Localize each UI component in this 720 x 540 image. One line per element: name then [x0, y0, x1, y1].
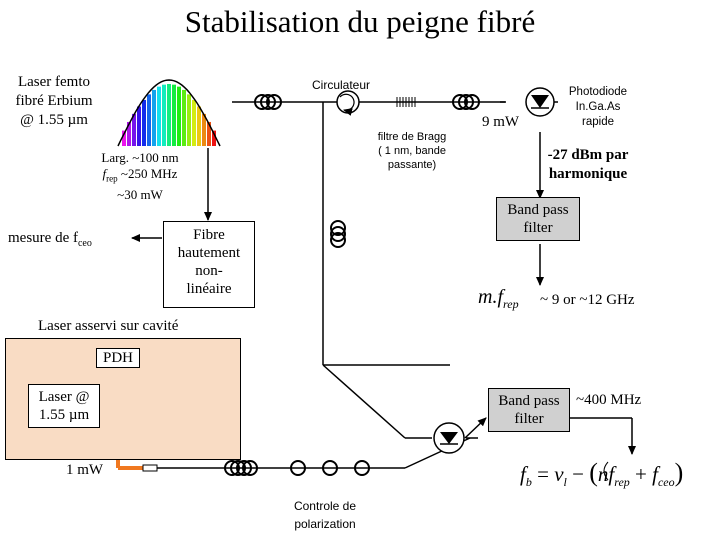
spectrum-info: Larg. ~100 nm frep ~250 MHz ~30 mW: [101, 150, 179, 202]
spectrum-envelope: [117, 79, 221, 147]
bragg-filter-label: filtre de Bragg ( 1 nm, bande passante): [377, 131, 447, 171]
pdh-box: PDH: [96, 348, 140, 368]
fceo-label: mesure de fceo: [8, 230, 92, 249]
fiber-connector-icon: [142, 464, 158, 472]
circulator-label: Circulateur: [312, 78, 371, 92]
laser-source-label: Laser femto fibré Erbium @ 1.55 µm: [15, 74, 93, 128]
mfrep-label: m.frep: [478, 286, 519, 311]
photodiode-top-icon: [525, 87, 555, 117]
bandpass-filter-2: Band pass filter: [488, 388, 570, 432]
nonlinear-fiber-box: Fibre hautement non- linéaire: [163, 221, 255, 308]
photodiode-bottom-icon: [433, 422, 465, 454]
power-9mw: 9 mW: [482, 114, 520, 130]
circulator-icon: [336, 90, 360, 116]
signal-arrows: [131, 101, 636, 455]
formula-brace-icon: [603, 461, 609, 481]
photodiode-label: Photodiode In.Ga.As rapide: [568, 86, 628, 128]
power-1mw: 1 mW: [66, 462, 104, 478]
comb-spectrum: [117, 79, 221, 147]
power-dbm-label: -27 dBm par harmonique: [547, 147, 629, 182]
beat-formula: fb = νl − (nfrep + fceo): [520, 458, 684, 490]
bragg-grating-icon: [396, 97, 416, 107]
slide-title: Stabilisation du peigne fibré: [0, 4, 720, 40]
cavity-title: Laser asservi sur cavité: [38, 318, 179, 334]
bandpass-filter-1: Band pass filter: [496, 197, 580, 241]
polarization-control-label: Controle de polarization: [293, 499, 357, 531]
frequency-range: ~ 9 or ~12 GHz: [540, 292, 635, 308]
laser-155-box: Laser @ 1.55 µm: [28, 384, 100, 428]
fiber-coils: [224, 94, 480, 476]
bandwidth-400mhz: ~400 MHz: [576, 392, 642, 408]
